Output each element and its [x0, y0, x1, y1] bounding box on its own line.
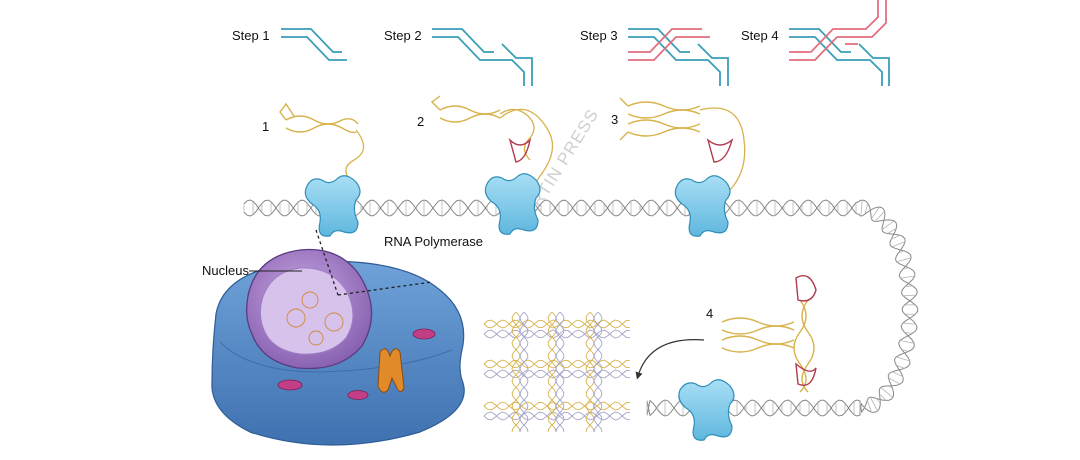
rna-origami-4 — [721, 275, 817, 393]
rna-transcript-3 — [619, 97, 746, 191]
step-1-schematic: Step 1 — [232, 28, 347, 61]
stage-3-number: 3 — [611, 112, 618, 127]
rna-polymerase-4 — [678, 379, 735, 441]
step-3-label: Step 3 — [580, 28, 618, 43]
assembly-arrow — [635, 339, 705, 380]
step-1-label: Step 1 — [232, 28, 270, 43]
rna-polymerase-1 — [304, 175, 361, 237]
stage-1-number: 1 — [262, 119, 269, 134]
rna-polymerase-2 — [484, 173, 541, 235]
origami-lattice — [483, 311, 631, 433]
step-2-schematic: Step 2 — [384, 28, 533, 86]
step-4-label: Step 4 — [741, 28, 779, 43]
zoom-line-right — [337, 281, 433, 296]
step-4-schematic: Step 4 — [741, 0, 890, 86]
step-3-schematic: Step 3 — [580, 28, 729, 86]
step-2-label: Step 2 — [384, 28, 422, 43]
rna-polymerase-label: RNA Polymerase — [384, 234, 483, 249]
stage-2-number: 2 — [417, 114, 424, 129]
stage-4-number: 4 — [706, 306, 713, 321]
nucleus-label: Nucleus — [202, 263, 249, 278]
nucleus — [246, 248, 373, 370]
rna-transcript-2 — [430, 95, 554, 203]
rna-polymerase-3 — [674, 175, 731, 237]
